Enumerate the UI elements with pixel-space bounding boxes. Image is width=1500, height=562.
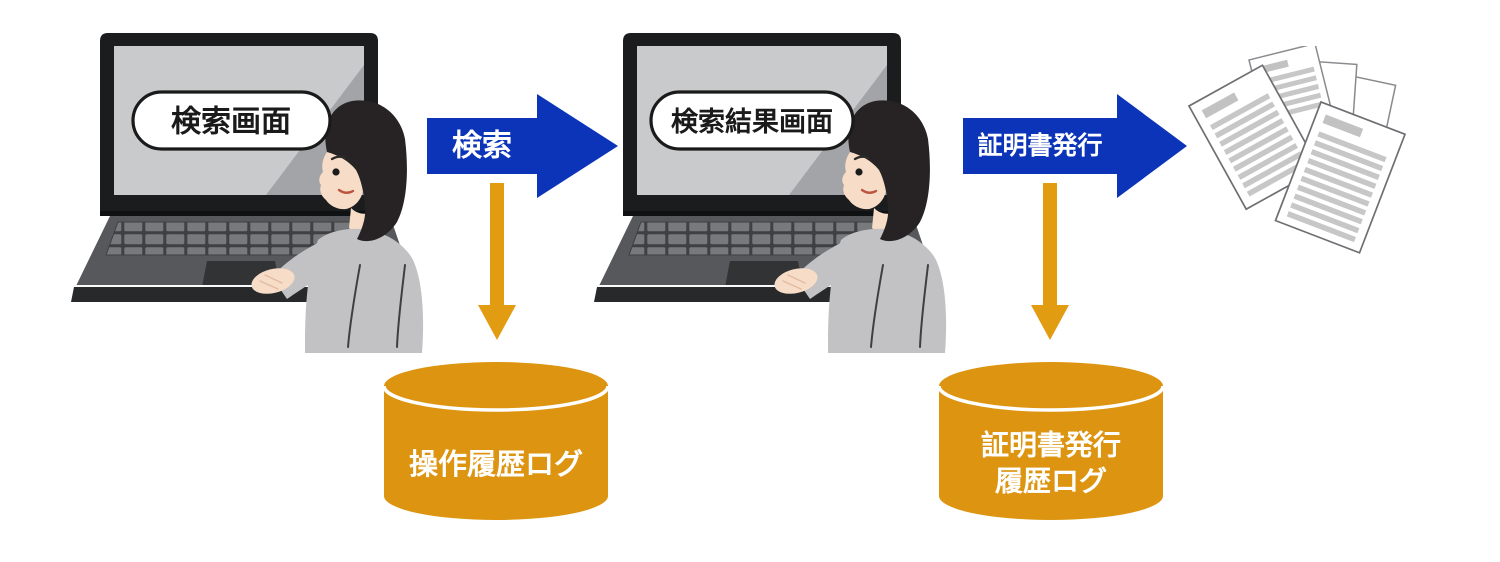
log-arrow-search bbox=[478, 183, 516, 340]
database-operation-log: 操作履歴ログ bbox=[382, 362, 610, 520]
database-label-line1: 証明書発行 bbox=[981, 429, 1121, 461]
database-certificate-log: 証明書発行 履歴ログ bbox=[937, 362, 1165, 520]
document-sheet bbox=[1187, 64, 1321, 211]
log-arrow-issue bbox=[1031, 183, 1069, 340]
process-arrow-search: 検索 bbox=[427, 94, 618, 198]
screen-label-bubble: 検索画面 bbox=[131, 90, 332, 151]
screen-label-bubble: 検索結果画面 bbox=[649, 90, 855, 151]
database-label-line2: 履歴ログ bbox=[995, 466, 1107, 497]
down-arrow-icon bbox=[1031, 183, 1069, 340]
process-arrow-label: 検索 bbox=[452, 130, 512, 163]
right-arrow-icon bbox=[427, 94, 618, 198]
laptop-with-user-search: 検索画面 bbox=[69, 31, 425, 355]
down-arrow-icon bbox=[478, 183, 516, 340]
screen-label-text: 検索結果画面 bbox=[671, 106, 833, 137]
document-stack-icon bbox=[1187, 46, 1407, 254]
document-sheet bbox=[1274, 100, 1407, 254]
process-arrow-label: 証明書発行 bbox=[977, 131, 1102, 160]
process-arrow-issue: 証明書発行 bbox=[963, 94, 1187, 198]
database-cylinder-icon bbox=[939, 362, 1163, 520]
screen-label-text: 検索画面 bbox=[171, 106, 291, 139]
right-arrow-icon bbox=[963, 94, 1187, 198]
laptop-with-user-result: 検索結果画面 bbox=[592, 31, 948, 355]
database-cylinder-icon bbox=[384, 362, 608, 520]
database-label: 操作履歴ログ bbox=[409, 448, 583, 481]
